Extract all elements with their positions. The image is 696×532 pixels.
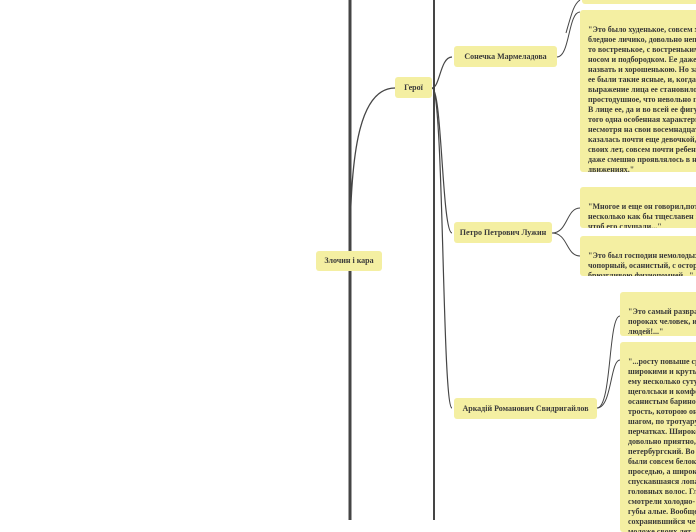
quote-note-svidrigailov-2[interactable]: "...росту повыше ср широкими и крутых ем… xyxy=(620,342,696,532)
quote-text-luzhin-2: "Это был господин немолодых чопорный, ос… xyxy=(588,251,696,276)
connector-lines xyxy=(348,0,621,520)
link-sonya-top xyxy=(565,0,581,34)
link-luzhin-quote-1 xyxy=(551,207,581,234)
character-node-luzhin[interactable]: Петро Петрович Лужин xyxy=(454,222,552,243)
top-note-fragment[interactable] xyxy=(582,0,696,4)
root-topic-node[interactable]: Злочин і кара xyxy=(316,251,382,271)
link-sonya-quote xyxy=(556,11,581,58)
link-svid-quote-2 xyxy=(596,359,621,409)
quote-note-luzhin-2[interactable]: "Это был господин немолодых чопорный, ос… xyxy=(580,236,696,276)
quote-note-luzhin-1[interactable]: "Многое и еще он говорил,пот несколько к… xyxy=(580,187,696,228)
character-name-svidrigailov: Аркадій Романович Свидригайлов xyxy=(462,403,589,413)
character-node-svidrigailov[interactable]: Аркадій Романович Свидригайлов xyxy=(454,398,597,419)
character-node-sonya[interactable]: Сонечка Мармеладова xyxy=(454,46,557,67)
link-svid-quote-1 xyxy=(596,315,621,409)
quote-note-svidrigailov-1[interactable]: "Это самый развра пороках человек, и люд… xyxy=(620,292,696,336)
character-name-luzhin: Петро Петрович Лужин xyxy=(459,227,547,237)
quote-text-sonya: "Это было худенькое, совсем х бледное ли… xyxy=(588,25,696,172)
quote-text-svidrigailov-2: "...росту повыше ср широкими и крутых ем… xyxy=(628,357,696,532)
heroes-topic-node[interactable]: Герої xyxy=(395,77,432,98)
character-name-sonya: Сонечка Мармеладова xyxy=(464,51,547,61)
quote-text-luzhin-1: "Многое и еще он говорил,пот несколько к… xyxy=(588,202,696,228)
root-topic-label: Злочин і кара xyxy=(324,256,374,265)
link-heroes-luzhin xyxy=(431,87,453,234)
link-luzhin-quote-2 xyxy=(551,232,581,257)
heroes-topic-label: Герої xyxy=(404,82,423,92)
quote-note-sonya[interactable]: "Это было худенькое, совсем х бледное ли… xyxy=(580,10,696,172)
quote-text-svidrigailov-1: "Это самый развра пороках человек, и люд… xyxy=(628,307,696,336)
link-heroes-sonya xyxy=(431,56,453,89)
link-root-heroes xyxy=(349,87,396,253)
link-heroes-svidrigailov xyxy=(431,87,453,409)
